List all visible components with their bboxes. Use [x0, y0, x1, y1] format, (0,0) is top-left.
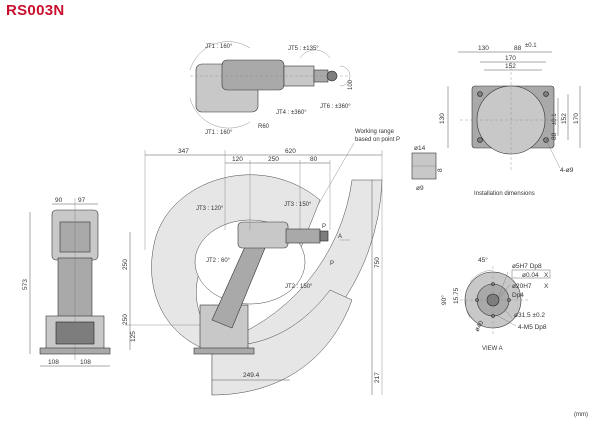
dim-120: 120 [232, 156, 243, 163]
inst-dim-152-v: 152 [561, 113, 568, 124]
va-ang45: 45° [478, 256, 488, 264]
front-dim-108a: 108 [48, 359, 59, 366]
dim-620: 620 [285, 148, 296, 155]
front-dim-108b: 108 [80, 359, 91, 366]
top-r60-label: R60 [258, 124, 270, 130]
robot-base-plate [193, 347, 255, 355]
inst-tol-v: ±0.1 [552, 113, 558, 125]
installation-view: 130 88 ±0.1 170 152 130 152 170 88 ±0.1 … [411, 43, 581, 197]
va-pcd: ø31.5 ±0.2 [514, 312, 545, 319]
va-tol1: ø0.04 [522, 272, 539, 279]
va-tol-frame [511, 269, 551, 279]
working-range-note-2: based on point P [355, 137, 400, 143]
inst-phi9: ø9 [416, 185, 424, 192]
top-jt1-top-label: JT1 : 160° [205, 44, 233, 50]
install-hole-tl [477, 91, 483, 97]
front-dim-97: 97 [78, 197, 86, 204]
top-jt1-bottom-label: JT1 : 160° [205, 130, 233, 136]
dim-217: 217 [374, 372, 381, 383]
top-jt6-label: JT6 : ±360° [320, 104, 351, 110]
dim-347: 347 [178, 148, 189, 155]
view-a: 45° 90° 15.75 ø40 ø5H7 Dp8 ø0.04 X ø20H7… [440, 256, 551, 352]
dim-249: 249.4 [243, 372, 260, 379]
dim-250-top: 250 [268, 156, 279, 163]
installation-caption: Installation dimensions [474, 191, 535, 197]
dim-250-vert2: 250 [122, 314, 129, 325]
top-jt1-arc [189, 41, 251, 71]
inst-dim-152: 152 [505, 63, 516, 70]
working-range-note-1: Working range [355, 129, 395, 135]
va-ang90: 90° [440, 295, 448, 305]
top-jt1-arc-lower [189, 97, 251, 129]
point-p-label-2: P [322, 224, 326, 230]
va-dp4: Dp4 [512, 292, 524, 299]
inst-tol-top: ±0.1 [525, 43, 537, 49]
jt3-upper-label: JT3 : 120° [196, 206, 224, 212]
inst-dim-130-v: 130 [439, 113, 446, 124]
dim-750: 750 [374, 257, 381, 268]
top-jt4-label: JT4 : ±360° [276, 110, 307, 116]
install-hole-bl [477, 137, 483, 143]
side-view: 347 620 120 250 80 250 250 125 750 217 2… [122, 129, 400, 396]
inst-holes: 4-ø9 [560, 167, 574, 174]
va-m5: 4-M5 Dp8 [518, 324, 547, 331]
va-h2: ø20H7 [512, 283, 532, 290]
robot-forearm [285, 228, 321, 244]
view-a-caption: VIEW A [482, 346, 503, 352]
model-title: RS003N [6, 2, 65, 19]
robot-wrist [319, 230, 329, 242]
va-1575: 15.75 [453, 287, 460, 304]
dim-125: 125 [130, 331, 137, 342]
front-dim-573: 573 [22, 279, 29, 290]
top-arm-body [221, 59, 285, 91]
front-view: 90 97 573 108 108 [22, 197, 111, 367]
inst-dim-8: 8 [437, 168, 444, 172]
jt3-right-label: JT3 : 150° [284, 202, 312, 208]
install-hole-tr [543, 91, 549, 97]
top-view: JT1 : 160° JT1 : 160° JT5 : ±135° JT4 : … [189, 41, 354, 136]
dim-250-vert: 250 [122, 259, 129, 270]
top-jt6-arc [339, 65, 351, 87]
view-a-angle-arc-2 [465, 299, 471, 319]
inst-dim-88-top: 88 [514, 45, 522, 52]
jt2-right-label: JT2 : 150° [285, 284, 313, 290]
top-100-label: 100 [348, 79, 354, 90]
va-x1: X [544, 272, 549, 279]
units-label: (mm) [574, 412, 588, 418]
view-a-angle-arc [469, 269, 494, 283]
front-dim-90: 90 [55, 197, 63, 204]
inst-dim-170-v: 170 [573, 113, 580, 124]
jt2-left-label: JT2 : 60° [206, 258, 231, 264]
inst-dim-170: 170 [505, 55, 516, 62]
dim-80: 80 [310, 156, 318, 163]
top-forearm [283, 65, 315, 87]
top-jt5-label: JT5 : ±135° [288, 46, 319, 52]
inst-dim-88-v: 88 [551, 132, 558, 140]
inst-phi14: ø14 [414, 145, 426, 152]
inst-dim-130-top: 130 [478, 45, 489, 52]
point-p-label: P [330, 261, 334, 267]
va-d40: ø40 [474, 319, 486, 333]
va-x2: X [544, 283, 549, 290]
va-h1: ø5H7 Dp8 [512, 263, 542, 270]
view-a-arrow-label: A [338, 234, 342, 240]
top-jt5-arc [299, 49, 331, 59]
robot-upper-arm [237, 221, 289, 249]
